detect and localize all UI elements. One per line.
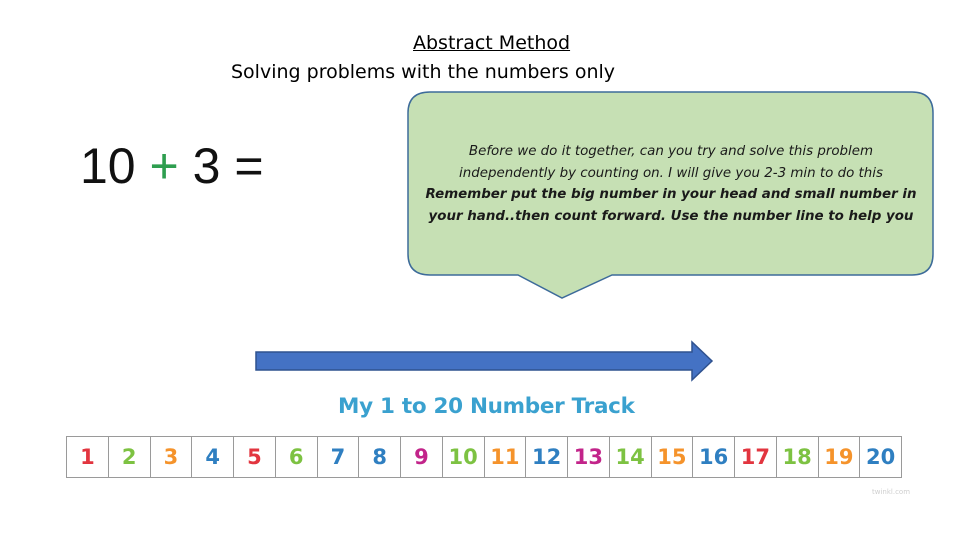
number-cell: 3	[151, 437, 193, 477]
number-cell: 4	[192, 437, 234, 477]
bubble-line-3: Remember put the big number in your head…	[425, 187, 917, 202]
bubble-line-1: Before we do it together, can you try an…	[468, 144, 874, 159]
equation-operator: +	[149, 138, 179, 194]
number-cell: 5	[234, 437, 276, 477]
number-cell: 7	[318, 437, 360, 477]
equation-left: 10	[80, 138, 136, 194]
equation: 10 + 3 =	[80, 136, 264, 196]
number-track-title: My 1 to 20 Number Track	[338, 394, 635, 419]
number-cell: 1	[67, 437, 109, 477]
number-cell: 12	[526, 437, 568, 477]
number-cell: 2	[109, 437, 151, 477]
number-cell: 19	[819, 437, 861, 477]
credit-text: twinkl.com	[872, 488, 911, 496]
slide-title: Abstract Method	[413, 32, 571, 54]
bubble-line-4: your hand..then count forward. Use the n…	[428, 208, 914, 224]
number-cell: 10	[443, 437, 485, 477]
number-cell: 20	[866, 445, 896, 469]
speech-bubble-text: Before we do it together, can you try an…	[416, 141, 926, 227]
equation-equals: =	[234, 138, 264, 194]
number-cell: 13	[568, 437, 610, 477]
speech-bubble	[407, 91, 934, 299]
number-cell: 14	[610, 437, 652, 477]
number-cell: 15	[652, 437, 694, 477]
number-cell: 17	[735, 437, 777, 477]
number-cell: 6	[276, 437, 318, 477]
number-cell: 9	[401, 437, 443, 477]
slide-subtitle: Solving problems with the numbers only	[231, 61, 616, 83]
number-cell: 16	[693, 437, 735, 477]
number-cell: 18	[777, 437, 819, 477]
number-line-arrow	[255, 340, 714, 382]
equation-right: 3	[192, 138, 221, 194]
number-cell: 11	[485, 437, 527, 477]
bubble-line-2: independently by counting on. I will giv…	[459, 165, 883, 181]
number-cell: 8	[359, 437, 401, 477]
